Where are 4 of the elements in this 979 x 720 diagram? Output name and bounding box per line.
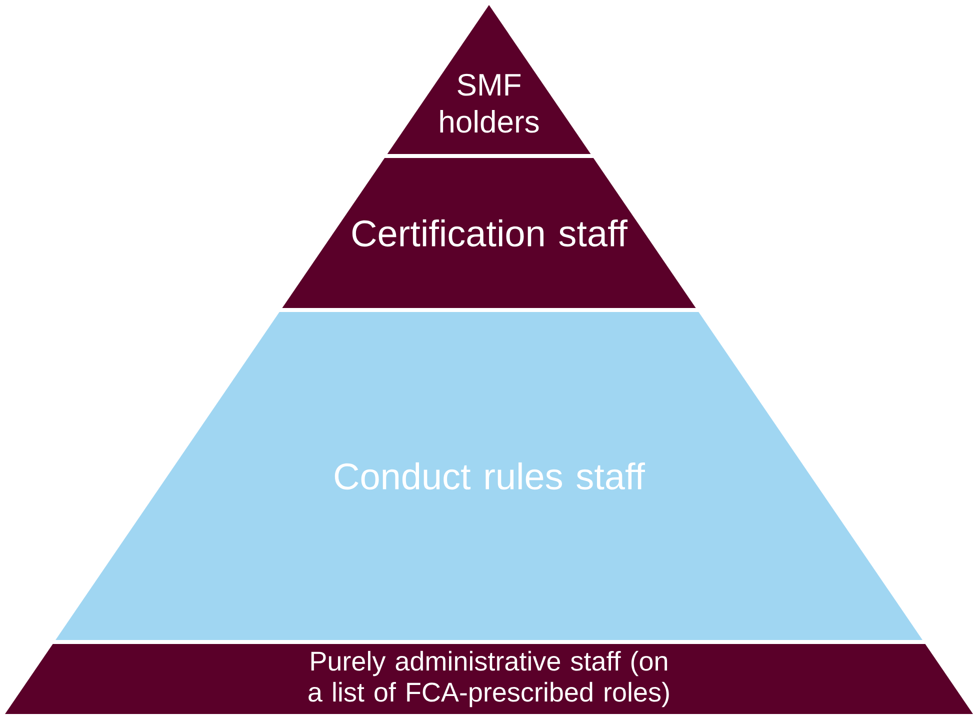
pyramid-layer: Certification staff xyxy=(282,158,696,308)
pyramid-layer: Conduct rules staff xyxy=(56,312,923,640)
pyramid-layer: Purely administrative staff (on a list of FCA-prescribed roles) xyxy=(5,644,974,714)
pyramid-layer: SMF holders xyxy=(387,5,591,154)
